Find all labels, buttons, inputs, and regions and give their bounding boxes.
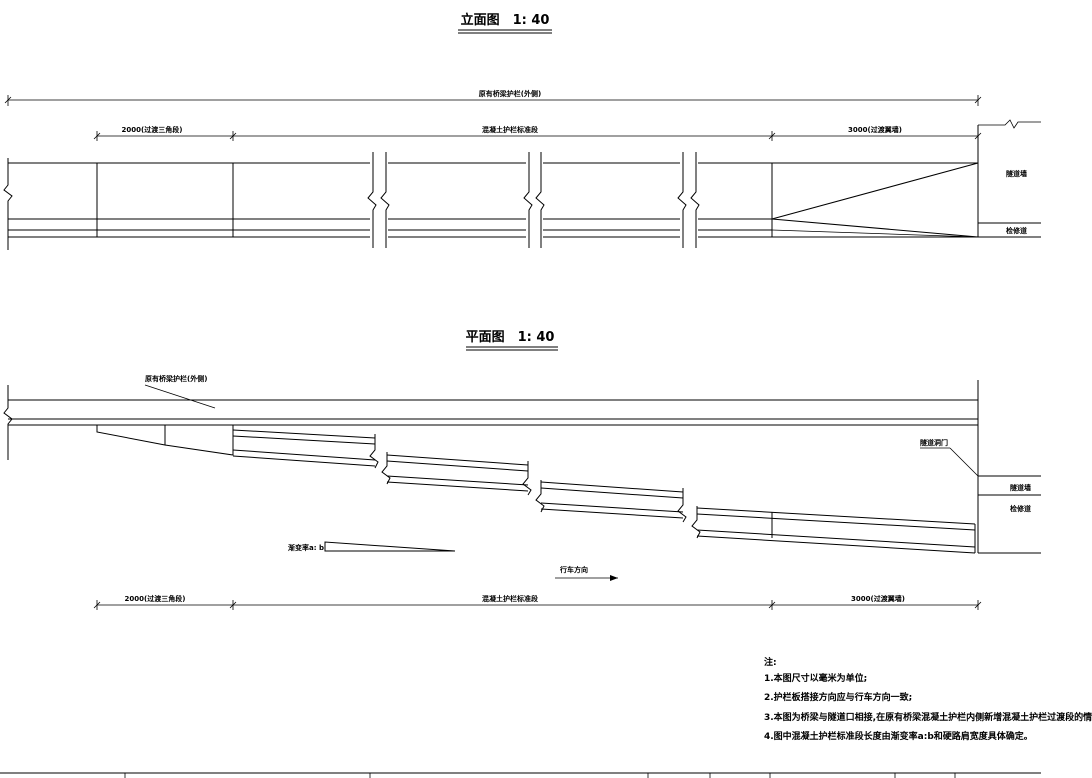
note-4: 4.图中混凝土护栏标准段长度由渐变率a:b和硬路肩宽度具体确定。	[764, 732, 1033, 742]
plan-taper-legend	[324, 541, 456, 552]
plan-direction-label: 行车方向	[559, 565, 588, 574]
plan-taper-label: 渐变率a: b	[288, 543, 324, 552]
plan-dim-right-label: 3000(过渡翼墙)	[851, 594, 905, 603]
elevation-dim-right-label: 3000(过渡翼墙)	[848, 125, 902, 134]
plan-view: 平面图 1: 40 原有桥梁护栏(外侧)	[3, 330, 1041, 610]
elevation-walkway-label: 检修道	[1006, 226, 1027, 235]
plan-standard-segments	[232, 429, 976, 554]
title-block-border	[0, 772, 1041, 778]
elevation-view: 立面图 1: 40 原有桥梁护栏(外侧) 2000(过渡三角段) 混凝土护栏标准…	[3, 12, 1041, 250]
plan-original-barrier	[3, 384, 978, 460]
plan-orig-label: 原有桥梁护栏(外侧)	[145, 374, 207, 383]
elevation-barrier	[3, 119, 1041, 250]
notes-heading: 注:	[764, 658, 777, 668]
note-2: 2.护栏板搭接方向应与行车方向一致;	[764, 693, 913, 703]
elevation-tunnel-label: 隧道墙	[1006, 169, 1027, 178]
plan-dim-mid-label: 混凝土护栏标准段	[482, 594, 538, 603]
plan-title: 平面图 1: 40	[466, 330, 555, 345]
elevation-dim-total: 原有桥梁护栏(外侧)	[4, 89, 982, 106]
elevation-dim-segments: 2000(过渡三角段) 混凝土护栏标准段 3000(过渡翼墙)	[93, 125, 982, 141]
elevation-dim-left-label: 2000(过渡三角段)	[122, 125, 183, 134]
plan-tunnel	[920, 380, 1041, 554]
plan-dim-left-label: 2000(过渡三角段)	[125, 594, 186, 603]
plan-dim-segments: 2000(过渡三角段) 混凝土护栏标准段 3000(过渡翼墙)	[93, 594, 982, 610]
note-1: 1.本图尺寸以毫米为单位;	[764, 674, 868, 684]
plan-tunnel-label: 隧道墙	[1010, 483, 1031, 492]
elevation-dim-total-label: 原有桥梁护栏(外侧)	[479, 89, 541, 98]
plan-direction-arrow	[555, 575, 618, 581]
elevation-dim-mid-label: 混凝土护栏标准段	[482, 125, 538, 134]
plan-walkway-label: 检修道	[1010, 504, 1031, 513]
plan-transition-triangle	[96, 425, 234, 456]
drawing-canvas: 立面图 1: 40 原有桥梁护栏(外侧) 2000(过渡三角段) 混凝土护栏标准…	[0, 12, 1041, 778]
note-3: 3.本图为桥梁与隧道口相接,在原有桥梁混凝土护栏内侧新增混凝土护栏过渡段的情	[764, 713, 1092, 723]
elevation-title: 立面图 1: 40	[461, 12, 550, 28]
plan-portal-label: 隧道洞门	[920, 438, 948, 447]
